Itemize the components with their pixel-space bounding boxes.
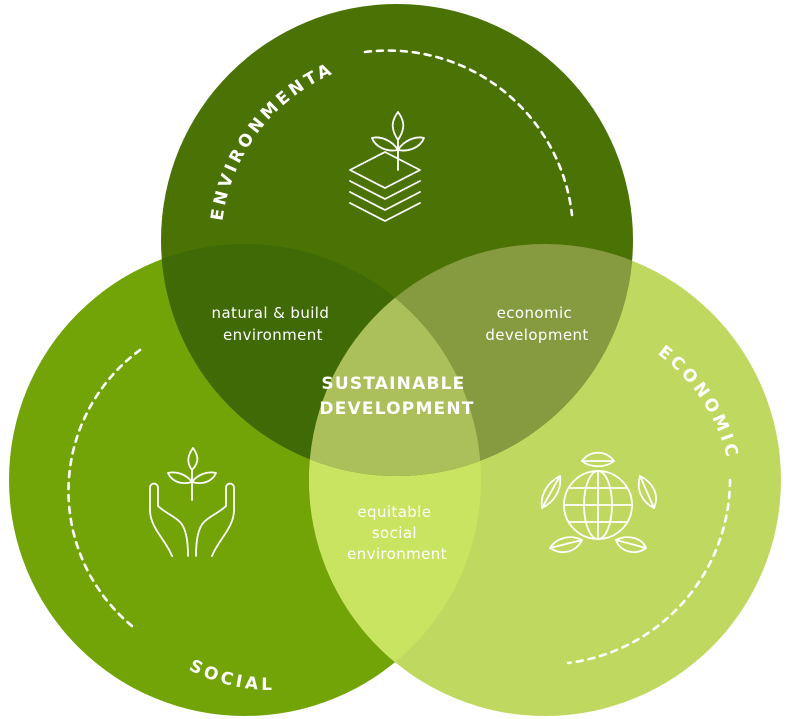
env-social-label: natural & build environment [212, 304, 335, 344]
env-social-line-2: environment [223, 326, 323, 344]
social-econ-line-1: equitable [357, 503, 431, 521]
center-line-2: DEVELOPMENT [319, 399, 474, 419]
env-econ-line-2: development [485, 326, 588, 344]
env-econ-line-1: economic [497, 304, 573, 322]
plant-layers-icon [349, 111, 425, 222]
social-econ-line-2: social [372, 524, 417, 542]
env-social-line-1: natural & build [212, 304, 330, 322]
center-overlap [309, 244, 481, 476]
center-label: SUSTAINABLE DEVELOPMENT [319, 374, 474, 419]
social-dashed-arc [67, 348, 142, 628]
social-econ-line-3: environment [347, 545, 447, 563]
economic-dashed-arc [566, 478, 732, 665]
env-econ-label: economic development [485, 304, 588, 344]
social-econ-label: equitable social environment [347, 503, 447, 563]
environmental-dashed-arc [363, 49, 574, 217]
center-line-1: SUSTAINABLE [321, 374, 465, 394]
hands-plant-icon [149, 447, 235, 557]
globe-leaves-icon [540, 451, 657, 554]
